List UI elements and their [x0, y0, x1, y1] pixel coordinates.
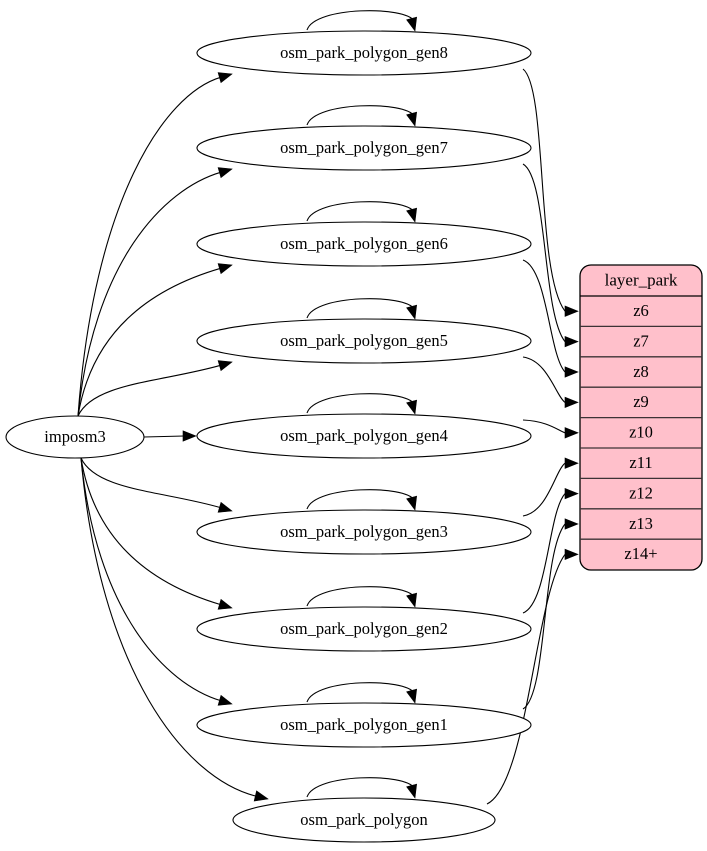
node-osm_park_polygon_gen6[interactable]: osm_park_polygon_gen6	[196, 221, 532, 267]
node-osm_park_polygon_gen7-shape	[196, 125, 532, 171]
node-osm_park_polygon_gen2-label: osm_park_polygon_gen2	[280, 619, 448, 638]
arrowhead-self-osm_park_polygon_gen1	[406, 688, 418, 704]
edge-osm_park_polygon_gen1-to-z13	[522, 518, 579, 710]
node-osm_park_polygon_gen5[interactable]: osm_park_polygon_gen5	[196, 318, 532, 364]
arrowhead-self-osm_park_polygon_gen2	[406, 592, 418, 608]
edge-osm_park_polygon_gen3-to-z11	[522, 457, 579, 517]
node-osm_park_polygon_gen4[interactable]: osm_park_polygon_gen4	[196, 413, 532, 459]
self-loop-osm_park_polygon_gen3	[306, 489, 418, 511]
edge-osm_park_polygon_gen2-to-z12	[522, 487, 579, 614]
arrowhead-self-osm_park_polygon_gen5	[406, 304, 418, 320]
self-loop-osm_park_polygon_gen1	[306, 682, 418, 704]
node-osm_park_polygon[interactable]: osm_park_polygon	[232, 797, 496, 843]
edge-osm_park_polygon_gen7-to-z7	[522, 163, 579, 348]
arrowhead-osm_park_polygon-z14+	[564, 548, 579, 561]
self-loop-osm_park_polygon_gen8	[306, 10, 418, 32]
node-osm_park_polygon_gen8-shape	[196, 30, 532, 76]
node-osm_park_polygon_gen7[interactable]: osm_park_polygon_gen7	[196, 125, 532, 171]
arrowhead-osm_park_polygon_gen7-z7	[564, 335, 579, 348]
node-osm_park_polygon_gen8[interactable]: osm_park_polygon_gen8	[196, 30, 532, 76]
layer-park-row-z10[interactable]: z10	[629, 423, 653, 442]
layer-park-row-z11[interactable]: z11	[629, 453, 652, 472]
edge-imposm3-to-osm_park_polygon_gen5	[77, 360, 233, 417]
edge-imposm3-to-osm_park_polygon_gen6	[77, 263, 233, 417]
node-osm_park_polygon_gen7-label: osm_park_polygon_gen7	[280, 138, 448, 157]
node-osm_park_polygon_gen1-shape	[196, 702, 532, 748]
self-loop-osm_park_polygon_gen7	[306, 105, 418, 127]
edges-layer	[77, 10, 579, 805]
arrowhead-osm_park_polygon_gen2-z12	[564, 487, 579, 500]
node-osm_park_polygon-label: osm_park_polygon	[300, 810, 427, 829]
arrowhead-osm_park_polygon_gen8-z6	[564, 305, 579, 317]
arrowhead-osm_park_polygon_gen3-z11	[564, 457, 579, 469]
layer-park-row-z8[interactable]: z8	[633, 362, 649, 381]
arrowhead-self-osm_park_polygon_gen4	[406, 399, 418, 415]
arrowhead-osm_park_polygon_gen6-z8	[564, 366, 579, 378]
node-imposm3-shape	[5, 415, 145, 459]
edge-osm_park_polygon_gen5-to-z9	[522, 356, 579, 409]
arrowhead-imposm3-osm_park_polygon_gen4	[182, 430, 197, 442]
node-osm_park_polygon_gen2-shape	[196, 606, 532, 652]
edge-osm_park_polygon_gen8-to-z6	[522, 68, 579, 317]
node-osm_park_polygon_gen1-label: osm_park_polygon_gen1	[280, 715, 448, 734]
self-loop-osm_park_polygon_gen4	[306, 393, 418, 415]
edge-imposm3-to-osm_park_polygon_gen4	[143, 430, 197, 442]
node-osm_park_polygon_gen4-shape	[196, 413, 532, 459]
layer-park-row-z7[interactable]: z7	[633, 331, 649, 350]
arrowhead-osm_park_polygon_gen1-z13	[564, 518, 579, 530]
edge-imposm3-to-osm_park_polygon_gen2	[80, 457, 233, 610]
layer-park-table: layer_park z6 z7 z8 z9 z10 z11 z12 z13 z14+	[579, 264, 703, 571]
edge-imposm3-to-osm_park_polygon_gen3	[80, 457, 233, 513]
node-osm_park_polygon_gen6-label: osm_park_polygon_gen6	[280, 234, 448, 253]
arrowhead-imposm3-osm_park_polygon_gen7	[217, 167, 233, 179]
node-osm_park_polygon_gen1[interactable]: osm_park_polygon_gen1	[196, 702, 532, 748]
layer-park-header-label: layer_park	[605, 270, 678, 289]
node-osm_park_polygon_gen5-label: osm_park_polygon_gen5	[280, 331, 448, 350]
arrowhead-imposm3-osm_park_polygon_gen8	[217, 72, 233, 84]
node-imposm3[interactable]: imposm3	[5, 415, 145, 459]
layer-park-row-z14+[interactable]: z14+	[624, 544, 657, 563]
arrowhead-imposm3-osm_park_polygon	[253, 790, 269, 802]
arrowhead-imposm3-osm_park_polygon_gen6	[217, 263, 233, 275]
layer-park-row-z9[interactable]: z9	[633, 392, 649, 411]
layer-park-row-z13[interactable]: z13	[629, 514, 653, 533]
node-osm_park_polygon_gen3-shape	[196, 509, 532, 555]
arrowhead-osm_park_polygon_gen5-z9	[564, 396, 579, 409]
node-osm_park_polygon_gen3[interactable]: osm_park_polygon_gen3	[196, 509, 532, 555]
arrowhead-imposm3-osm_park_polygon_gen1	[217, 694, 233, 706]
self-loop-osm_park_polygon_gen2	[306, 586, 418, 608]
arrowhead-osm_park_polygon_gen4-z10	[564, 427, 579, 439]
node-osm_park_polygon_gen5-shape	[196, 318, 532, 364]
layer-park-row-z12[interactable]: z12	[629, 483, 653, 502]
self-loop-osm_park_polygon_gen5	[306, 298, 418, 320]
self-loop-osm_park_polygon_gen6	[306, 201, 418, 223]
edge-osm_park_polygon_gen4-to-z10	[522, 419, 579, 439]
edge-imposm3-to-osm_park_polygon_gen8	[77, 72, 233, 417]
arrowhead-self-osm_park_polygon_gen3	[406, 495, 418, 511]
node-osm_park_polygon_gen2[interactable]: osm_park_polygon_gen2	[196, 606, 532, 652]
arrowhead-self-osm_park_polygon_gen6	[406, 207, 418, 223]
node-osm_park_polygon-shape	[232, 797, 496, 843]
arrowhead-self-osm_park_polygon	[406, 783, 418, 799]
arrowhead-imposm3-osm_park_polygon_gen3	[217, 501, 233, 513]
edge-imposm3-to-osm_park_polygon	[80, 457, 269, 802]
self-loop-osm_park_polygon	[306, 777, 418, 799]
edge-imposm3-to-osm_park_polygon_gen1	[80, 457, 233, 706]
arrowhead-self-osm_park_polygon_gen8	[406, 16, 418, 32]
node-osm_park_polygon_gen6-shape	[196, 221, 532, 267]
arrowhead-imposm3-osm_park_polygon_gen2	[217, 598, 233, 610]
arrowhead-imposm3-osm_park_polygon_gen5	[217, 360, 233, 372]
nodes-layer: imposm3 osm_park_polygon_gen8 osm_park_pol…	[5, 30, 532, 843]
edge-osm_park_polygon-to-z14+	[486, 548, 579, 805]
node-imposm3-label: imposm3	[44, 427, 105, 446]
node-osm_park_polygon_gen3-label: osm_park_polygon_gen3	[280, 522, 448, 541]
edge-osm_park_polygon_gen6-to-z8	[522, 259, 579, 378]
edge-imposm3-to-osm_park_polygon_gen7	[77, 167, 233, 417]
node-osm_park_polygon_gen4-label: osm_park_polygon_gen4	[280, 426, 448, 445]
arrowhead-self-osm_park_polygon_gen7	[406, 111, 418, 127]
node-osm_park_polygon_gen8-label: osm_park_polygon_gen8	[280, 43, 448, 62]
layer-park-row-z6[interactable]: z6	[633, 301, 649, 320]
